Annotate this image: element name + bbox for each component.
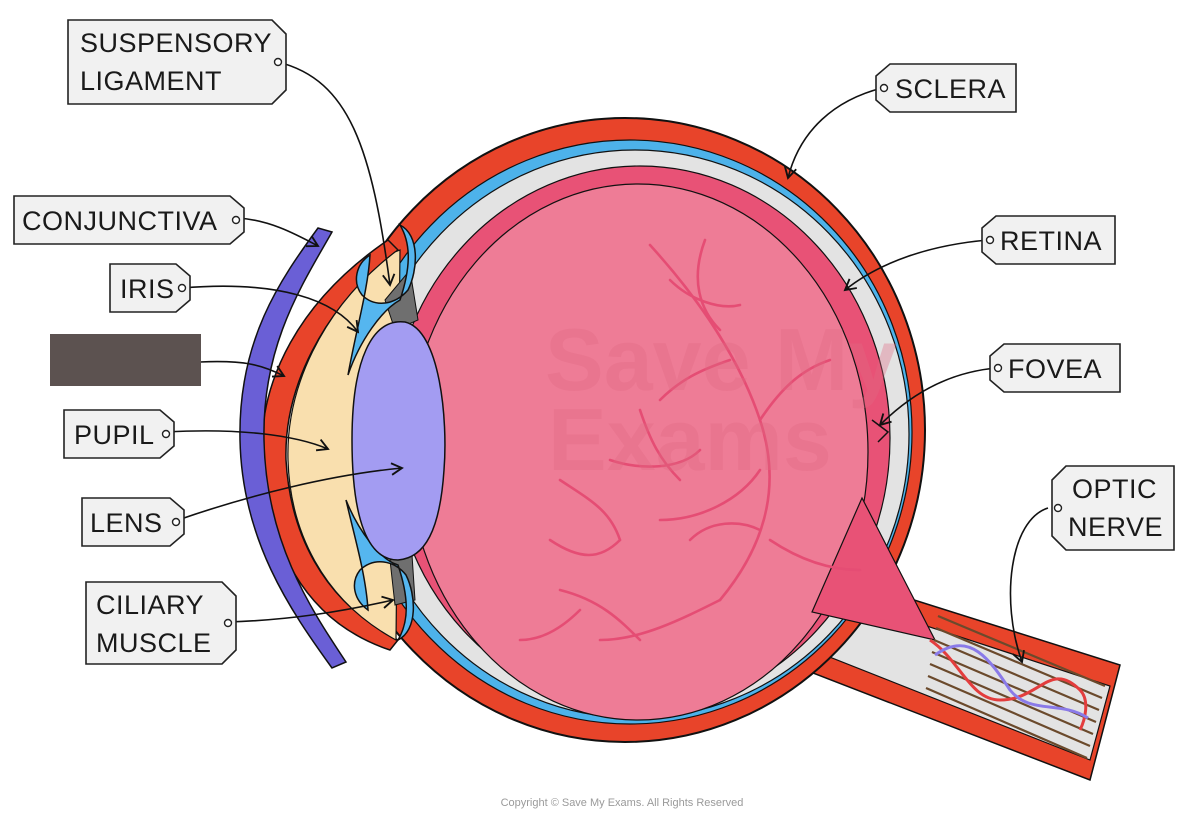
arrow-suspensory-ligament [277,61,396,287]
label-ciliary-line-2: MUSCLE [96,628,212,658]
tag-conjunctiva: CONJUNCTIVA [13,195,245,245]
arrow-ciliary-muscle [227,595,395,623]
label-optic-line-2: NERVE [1068,512,1163,542]
eye-body: Save My Exams [239,117,1121,782]
blood-vessels [518,238,862,642]
redacted-label [50,334,201,386]
tag-optic-nerve: OPTIC NERVE [1051,465,1175,551]
label-fovea: FOVEA [1008,354,1102,384]
label-sclera: SCLERA [895,74,1006,104]
pointer-arrows [165,61,1049,664]
label-iris: IRIS [120,274,175,304]
fovea-pit [871,419,890,443]
label-lens: LENS [90,508,163,538]
tag-iris: IRIS [109,263,191,313]
arrow-iris [181,285,360,334]
iris-lower [345,499,415,642]
arrow-pupil [165,430,330,452]
optic-disc [811,496,937,641]
label-suspensory-line-2: LIGAMENT [80,66,222,96]
label-optic-line-1: OPTIC [1072,474,1157,504]
arrow-redacted [199,360,286,378]
artery [929,638,1088,731]
tag-lens: LENS [81,497,185,547]
label-ciliary-line-1: CILIARY [96,590,204,620]
vein [934,644,1089,720]
tag-sclera: SCLERA [875,63,1017,113]
label-retina: RETINA [1000,226,1102,256]
watermark-line-2: Exams [548,390,832,489]
tag-fovea: FOVEA [989,343,1121,393]
lens [351,321,446,561]
tag-ciliary-muscle: CILIARY MUSCLE [85,581,237,665]
arrow-fovea [878,367,998,427]
iris-upper [347,223,417,376]
watermark-line-1: Save My [545,310,897,409]
arrow-sclera [783,87,883,180]
arrow-retina [843,239,989,292]
cornea [261,239,400,651]
tag-retina: RETINA [981,215,1116,265]
tag-suspensory-ligament: SUSPENSORY LIGAMENT [67,19,287,105]
label-suspensory-line-1: SUSPENSORY [80,28,272,58]
conjunctiva-layer [239,227,348,669]
tag-pupil: PUPIL [63,409,175,459]
label-conjunctiva: CONJUNCTIVA [22,206,218,236]
arrow-lens [177,462,404,521]
arrow-conjunctiva [237,217,320,248]
label-pupil: PUPIL [74,420,155,450]
copyright-notice: Copyright © Save My Exams. All Rights Re… [501,797,744,809]
arrow-optic-nerve [1009,507,1049,664]
